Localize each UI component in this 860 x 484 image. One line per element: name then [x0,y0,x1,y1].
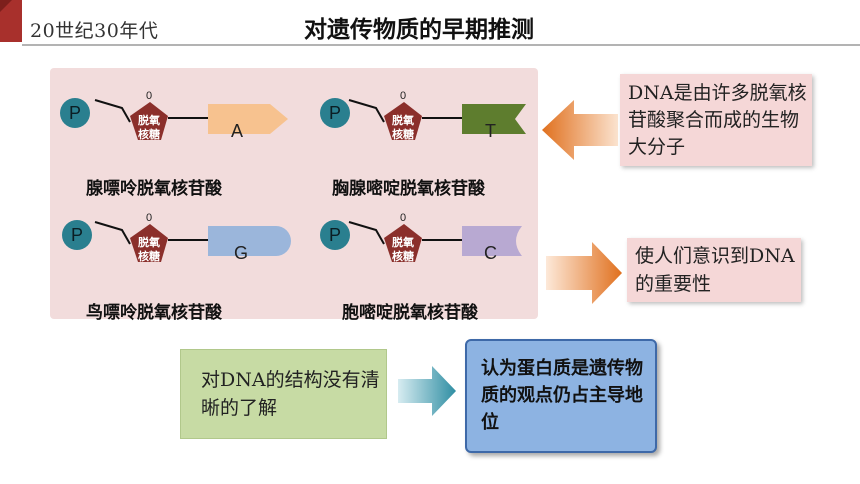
base-shape-g [208,226,291,256]
arrow-right-teal-icon [398,366,456,416]
note-protein-view-text: 认为蛋白质是遗传物质的观点仍占主导地位 [481,358,643,433]
nucleotide-name-g: 鸟嘌呤脱氧核苷酸 [86,303,222,323]
carbon-label-g: 0 [146,212,153,224]
nucleotide-g: P 0 脱氧 核糖 G 鸟嘌呤脱氧核苷酸 [58,204,291,324]
nucleotide-name-c: 胞嘧啶脱氧核苷酸 [342,303,478,323]
base-letter-c: C [484,243,497,263]
base-letter-a: A [231,121,244,141]
nucleotide-c-structure [348,221,522,262]
base-shape-t [462,104,526,134]
sugar-line2: 核糖 [138,128,160,141]
base-shape-c [462,226,522,256]
nucleotide-name-t: 胸腺嘧啶脱氧核苷酸 [332,179,485,199]
note-unclear: 对DNA的结构没有清晰的了解 [180,349,387,439]
sugar-label-c: 脱氧 核糖 [383,236,423,264]
sugar-line1: 脱氧 [392,114,414,127]
nucleotide-name-a: 腺嘌呤脱氧核苷酸 [86,179,222,199]
carbon-label-t: 0 [400,90,407,102]
sugar-line1: 脱氧 [138,114,160,127]
sugar-label-t: 脱氧 核糖 [383,114,423,142]
arrow-right-icon [546,242,622,304]
nucleotide-a-structure [94,99,288,140]
base-letter-t: T [485,121,496,141]
corner-fold [0,0,12,12]
nucleotide-panel: P 0 脱氧 核糖 A 腺嘌呤脱氧核苷酸 P 0 脱氧 核糖 T 胸腺嘧啶脱氧核… [50,68,538,323]
nucleotide-t: P 0 脱氧 核糖 T 胸腺嘧啶脱氧核苷酸 [312,82,542,202]
page-title: 对遗传物质的早期推测 [304,17,534,43]
header-divider [22,44,860,46]
nucleotide-g-structure [94,221,291,262]
base-shape-a [208,104,288,134]
sugar-line1: 脱氧 [392,236,414,249]
phosphate-g: P [62,220,92,250]
sugar-line2: 核糖 [392,128,414,141]
note-realize-text: 使人们意识到DNA的重要性 [635,245,795,295]
note-realize: 使人们意识到DNA的重要性 [627,238,801,302]
deoxyribose-shape [384,224,422,262]
note-macromolecule: DNA是由许多脱氧核苷酸聚合而成的生物大分子 [620,74,812,166]
arrow-left-icon [542,100,618,160]
carbon-label-a: 0 [146,90,153,102]
nucleotide-c: P 0 脱氧 核糖 C 胞嘧啶脱氧核苷酸 [312,204,542,324]
era-label: 20世纪30年代 [30,20,159,42]
nucleotide-t-structure [348,99,526,140]
note-protein-view: 认为蛋白质是遗传物质的观点仍占主导地位 [465,339,657,453]
phosphate-c: P [320,220,350,250]
phosphate-a: P [60,98,90,128]
sugar-line2: 核糖 [392,250,414,263]
nucleotide-a: P 0 脱氧 核糖 A 腺嘌呤脱氧核苷酸 [58,82,288,202]
carbon-label-c: 0 [400,212,407,224]
sugar-line1: 脱氧 [138,236,160,249]
deoxyribose-shape [130,224,168,262]
base-letter-g: G [234,243,249,263]
note-unclear-text: 对DNA的结构没有清晰的了解 [201,369,380,419]
deoxyribose-shape [384,102,422,140]
phosphate-t: P [320,98,350,128]
sugar-label-g: 脱氧 核糖 [129,236,169,264]
sugar-label-a: 脱氧 核糖 [129,114,169,142]
note-macromolecule-text: DNA是由许多脱氧核苷酸聚合而成的生物大分子 [628,82,807,158]
deoxyribose-shape [130,102,168,140]
sugar-line2: 核糖 [138,250,160,263]
